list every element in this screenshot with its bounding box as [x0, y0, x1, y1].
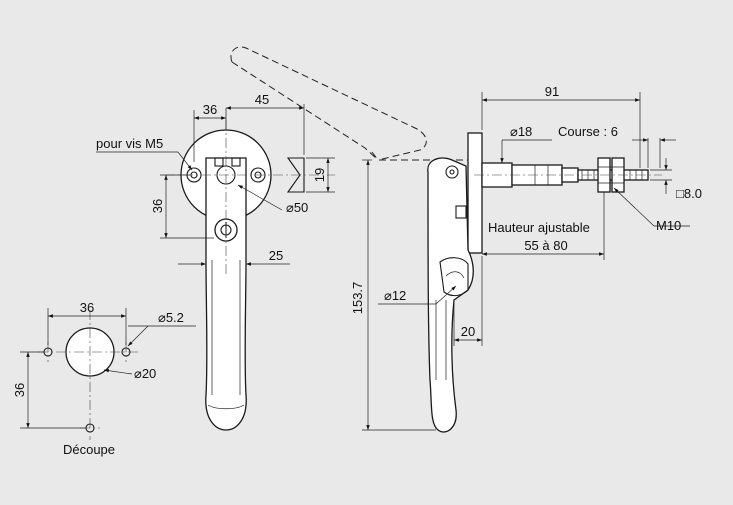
- cutout-view: 36 ⌀5.2 ⌀20 36 Découpe: [12, 300, 196, 457]
- dim-25: 25: [269, 248, 283, 263]
- front-view: 36 45 pour vis M5 19 36 ⌀50 25: [96, 46, 470, 431]
- dim-36-vertical: 36: [150, 199, 165, 213]
- spindle-profile: [286, 157, 305, 193]
- cutout-label: Découpe: [63, 442, 115, 457]
- dim-dia-12: ⌀12: [384, 288, 406, 303]
- dim-153-7: 153.7: [350, 282, 365, 315]
- cutout-dim-dia-5-2: ⌀5.2: [158, 310, 184, 325]
- dim-20: 20: [461, 324, 475, 339]
- dim-square-8: □8.0: [676, 186, 702, 201]
- dim-19: 19: [312, 168, 327, 182]
- cutout-dim-36: 36: [80, 300, 94, 315]
- cutout-dim-dia-20: ⌀20: [134, 366, 156, 381]
- mounting-plate: [467, 132, 483, 254]
- label-range: 55 à 80: [524, 238, 567, 253]
- dim-91: 91: [545, 84, 559, 99]
- dim-36: 36: [203, 102, 217, 117]
- cutout-dim-36-vertical: 36: [12, 383, 27, 397]
- label-pour-vis: pour vis M5: [96, 136, 163, 151]
- label-m10: M10: [656, 218, 681, 233]
- dim-dia-50: ⌀50: [286, 200, 308, 215]
- label-hauteur: Hauteur ajustable: [488, 220, 590, 235]
- dim-dia-18: ⌀18: [510, 124, 532, 139]
- dim-45: 45: [255, 92, 269, 107]
- label-course: Course : 6: [558, 124, 618, 139]
- side-view: 91 ⌀18 Course : 6 □8.0 M10 Hauteur ajust…: [350, 84, 702, 433]
